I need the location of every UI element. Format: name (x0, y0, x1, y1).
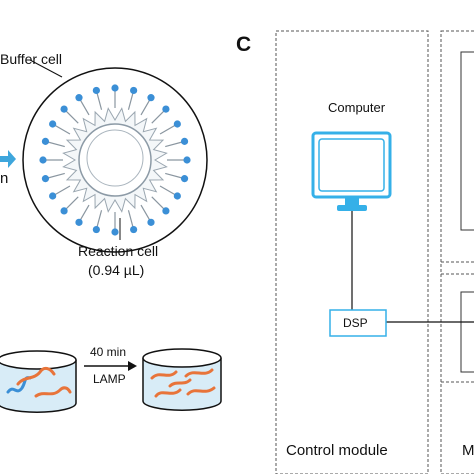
dsp-box (329, 309, 387, 337)
buffer-cell-array (39, 84, 191, 236)
lamp-time-label: 40 min (90, 345, 127, 359)
control-module-box (275, 30, 429, 474)
buffer-cell-dot (183, 156, 191, 164)
buffer-cell-dot (111, 228, 119, 236)
buffer-cell-dot (173, 192, 181, 200)
reaction-cell-label: Reaction cell (78, 243, 159, 259)
partial-right-label: M (462, 442, 474, 459)
right-inner-box-2 (460, 291, 474, 373)
buffer-cell-dot (130, 225, 138, 234)
lamp-arrowhead (128, 361, 137, 371)
buffer-cell-dot (162, 105, 170, 113)
dsp-label: DSP (343, 316, 368, 330)
process-arrow (0, 150, 16, 168)
buffer-cell-dot (130, 86, 138, 95)
beaker-after (142, 348, 222, 411)
partial-left-text: n (0, 170, 9, 187)
reaction-cell-volume: (0.94 µL) (88, 262, 145, 278)
buffer-cell-dot (92, 86, 100, 95)
buffer-cell-dot (60, 105, 68, 113)
right-inner-box (460, 51, 474, 231)
buffer-cell-dot (180, 175, 189, 183)
control-module-label: Control module (286, 442, 388, 459)
buffer-cell-dot (60, 207, 68, 215)
buffer-cell-dot (162, 207, 170, 215)
buffer-cell-dot (173, 120, 181, 128)
reaction-chamber-outer (78, 123, 152, 197)
buffer-cell-dot (41, 175, 50, 183)
buffer-cell-dot (147, 94, 155, 102)
buffer-cell-leader (29, 59, 63, 78)
buffer-cell-label: Buffer cell (0, 51, 62, 67)
computer-monitor-icon (311, 131, 392, 211)
buffer-cell-dot (147, 218, 155, 226)
buffer-cell-dot (75, 218, 83, 226)
buffer-cell-dot (41, 137, 50, 145)
reaction-chamber-inner (86, 129, 144, 187)
buffer-cell-dot (49, 120, 57, 128)
buffer-cell-dot (92, 225, 100, 234)
buffer-cell-dot (49, 192, 57, 200)
buffer-cell-dot (111, 84, 119, 92)
right-module-box (440, 30, 474, 474)
buffer-cell-dot (180, 137, 189, 145)
computer-label: Computer (328, 100, 386, 115)
panel-letter-c: C (236, 33, 252, 56)
beaker-before (0, 350, 77, 413)
buffer-cell-dot (75, 94, 83, 102)
buffer-cell-dot (39, 156, 47, 164)
lamp-method-label: LAMP (93, 372, 126, 386)
